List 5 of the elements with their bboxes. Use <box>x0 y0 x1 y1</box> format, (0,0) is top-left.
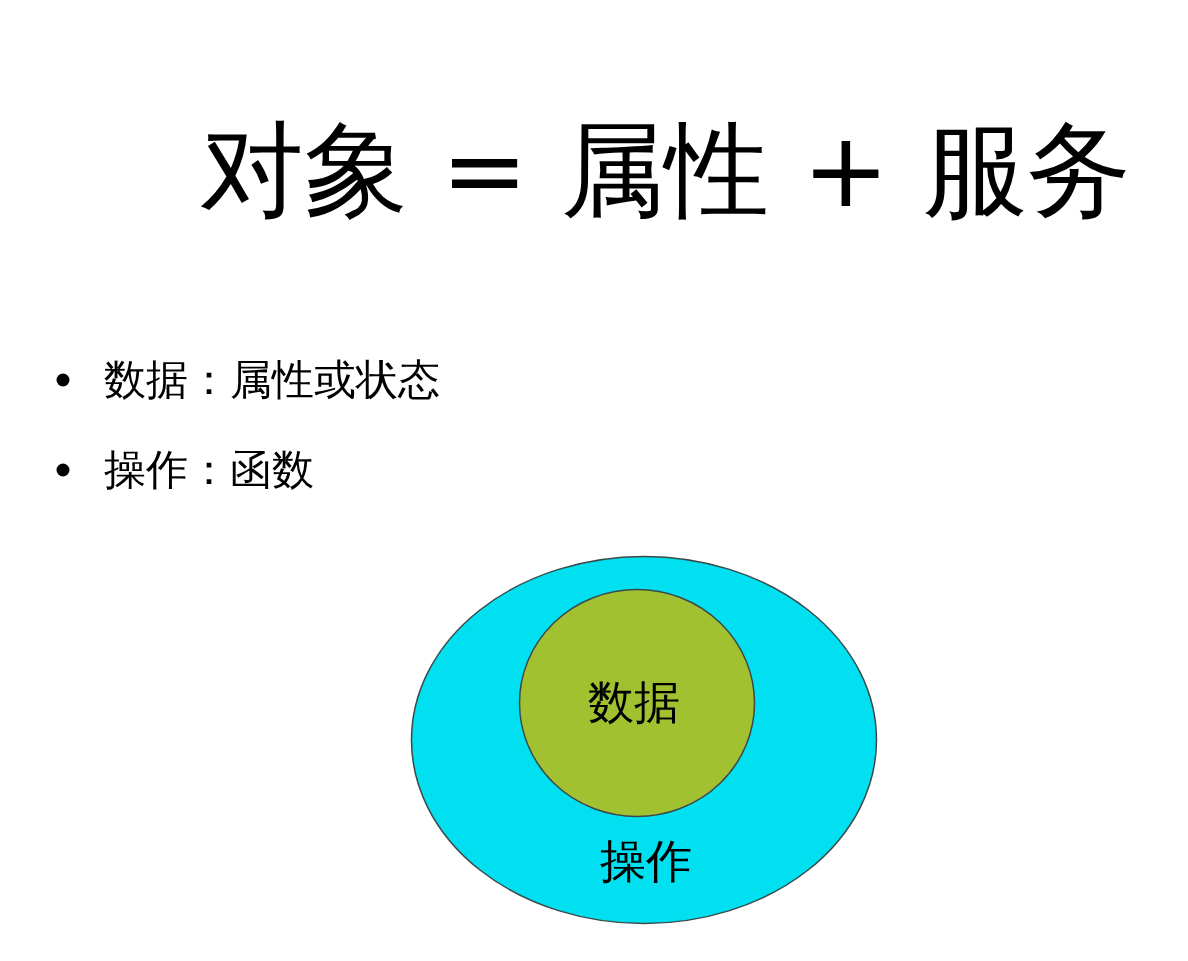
bullet-item: 数据：属性或状态 <box>104 354 440 406</box>
node-label: 数据 <box>588 674 680 730</box>
title: 对象 = 属性 + 服务 <box>200 108 1131 233</box>
node-label: 操作 <box>600 833 692 889</box>
bullet-item: 操作：函数 <box>104 444 314 496</box>
